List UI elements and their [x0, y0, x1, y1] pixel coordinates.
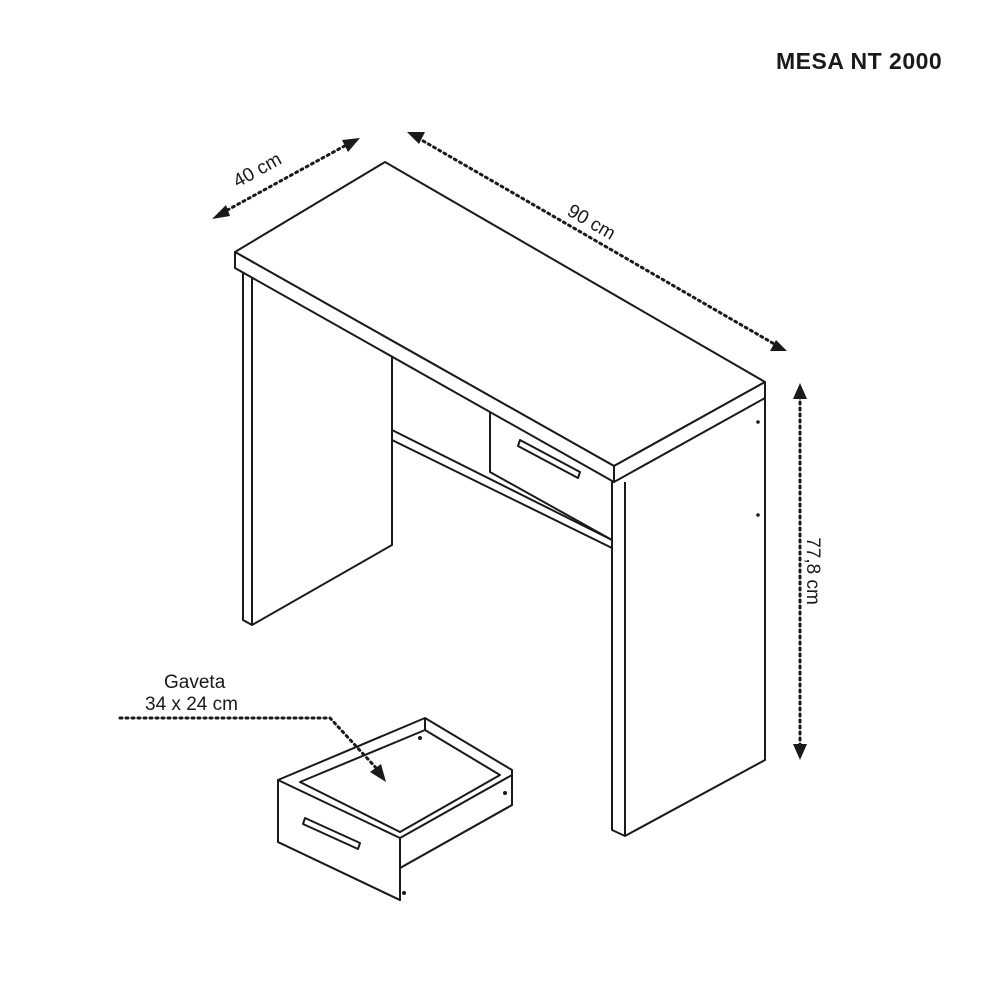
height-dimension-line	[793, 383, 807, 760]
drawer-front	[489, 404, 613, 541]
drawer-label: Gaveta	[164, 672, 226, 693]
product-title: MESA NT 2000	[776, 48, 943, 74]
depth-dimension-line	[212, 138, 360, 219]
drawer-detail	[277, 717, 513, 901]
width-dimension-line	[407, 132, 787, 351]
drawer-pointer	[118, 716, 386, 782]
desk-top	[234, 161, 766, 483]
drawer-size-label: 34 x 24 cm	[145, 694, 238, 715]
height-label: 77,8 cm	[801, 537, 823, 605]
right-leg	[611, 394, 766, 837]
